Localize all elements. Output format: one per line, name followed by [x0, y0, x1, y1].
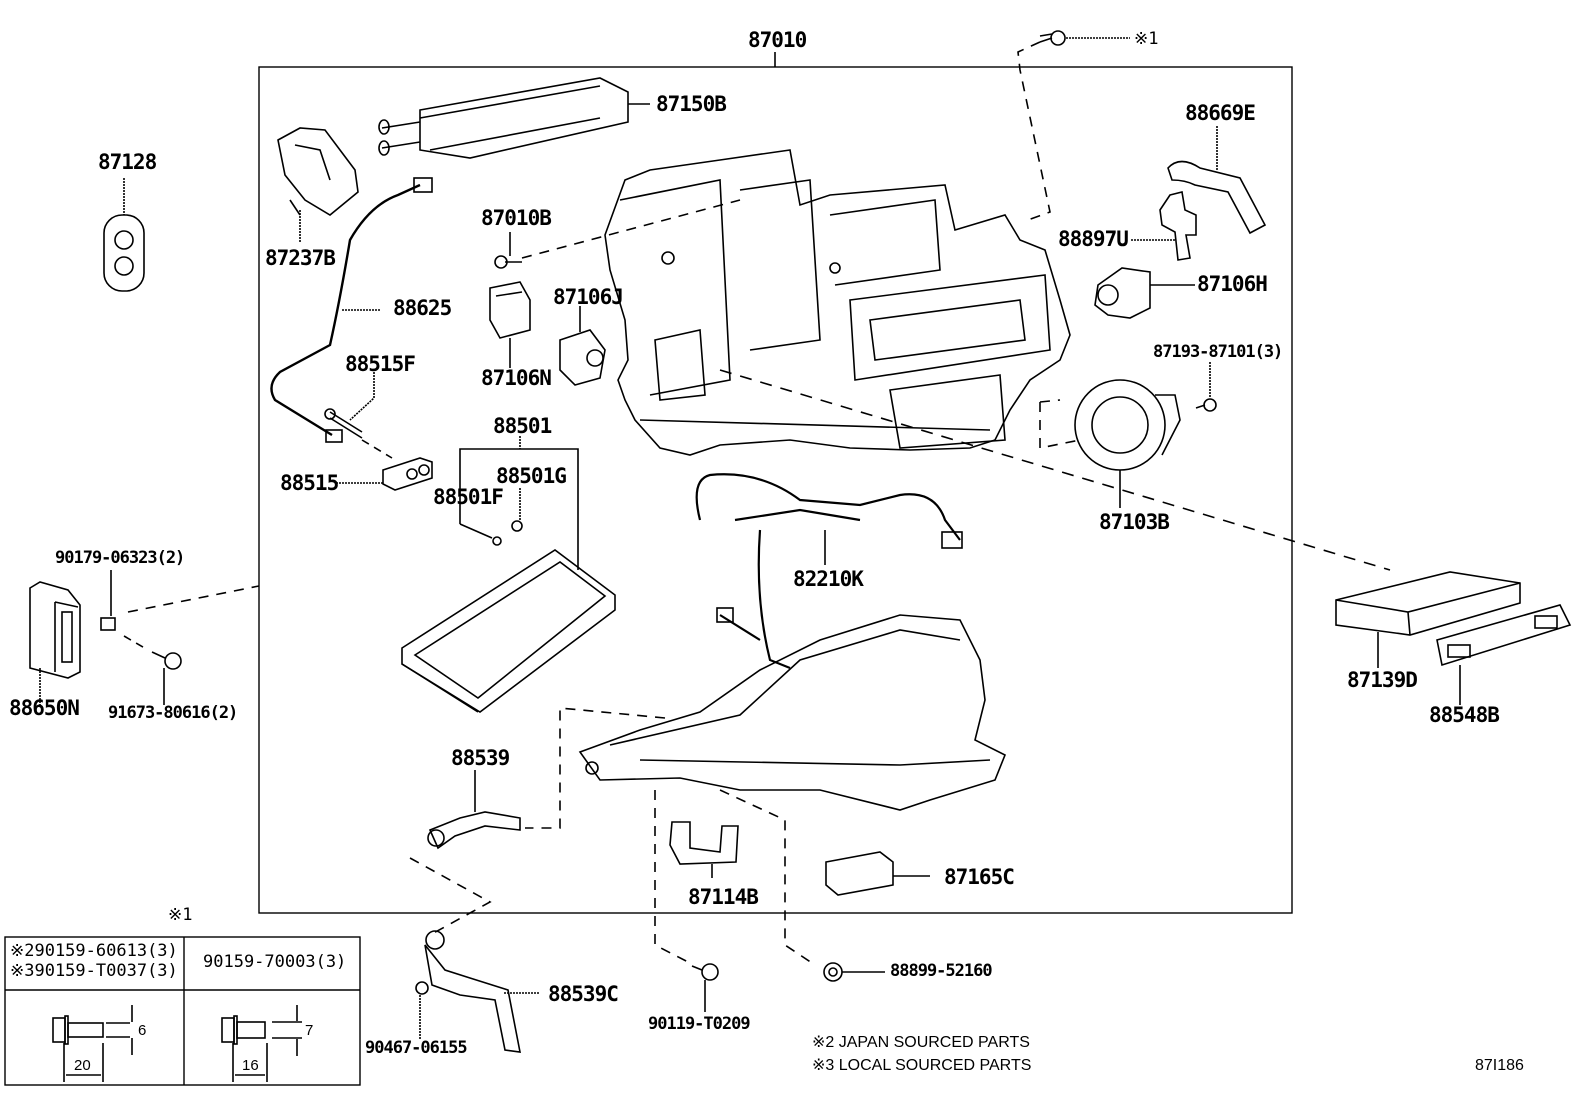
clip-90179	[100, 570, 260, 651]
evaporator-88501	[401, 549, 616, 713]
grommet-87128	[103, 178, 145, 292]
bolt-88515F	[324, 372, 393, 459]
label-screw-ref1: ※1	[1134, 29, 1159, 49]
label-91673: 91673-80616(2)	[108, 703, 238, 723]
bolt-91673	[151, 651, 182, 705]
label-88897U: 88897U	[1058, 227, 1129, 251]
bracket-87237B	[277, 127, 359, 243]
dash-filter	[719, 369, 1391, 571]
resistor-87165C	[825, 851, 930, 896]
bolt-90119	[691, 963, 719, 1012]
label-87193: 87193-87101(3)	[1153, 342, 1283, 362]
label-88501G: 88501G	[496, 464, 567, 488]
label-82210K: 82210K	[793, 567, 864, 591]
blower-87103B	[1039, 379, 1181, 508]
table-col2: 90159-70003(3)	[203, 952, 347, 972]
label-88548B: 88548B	[1429, 703, 1500, 727]
label-87103B: 87103B	[1099, 510, 1170, 534]
bolt-drawing-col1	[52, 1005, 133, 1082]
screw-ref1	[1017, 30, 1130, 221]
label-87139D: 87139D	[1347, 668, 1418, 692]
screw-87193	[1195, 362, 1217, 412]
screw-87010B	[494, 199, 741, 269]
servo-87106N	[489, 281, 531, 368]
note-local-sourced: ※3 LOCAL SOURCED PARTS	[812, 1057, 1032, 1074]
label-87106J: 87106J	[553, 285, 624, 309]
hose-88669E	[1167, 126, 1267, 235]
pipe-88539C	[424, 930, 540, 1053]
label-88625: 88625	[393, 296, 452, 320]
label-90467: 90467-06155	[365, 1038, 468, 1058]
label-88501: 88501	[493, 414, 552, 438]
nut-88899	[823, 962, 885, 982]
servo-87106J	[559, 306, 606, 386]
module-88650N	[29, 581, 81, 705]
servo-87106H	[1094, 267, 1195, 319]
dim-col2-diameter: 7	[305, 1022, 314, 1039]
dim-col1-diameter: 6	[138, 1022, 147, 1039]
fastener-table-grid	[4, 936, 361, 1086]
label-88539: 88539	[451, 746, 510, 770]
bolt-drawing-col2	[221, 1005, 302, 1082]
label-87128: 87128	[98, 150, 157, 174]
label-88539C: 88539C	[548, 982, 619, 1006]
valve-88897U	[1131, 191, 1197, 261]
label-90179: 90179-06323(2)	[55, 548, 185, 568]
block-88515	[336, 457, 433, 491]
pipe-88539	[427, 770, 521, 850]
filter-87139D	[1335, 571, 1521, 668]
label-87114B: 87114B	[688, 885, 759, 909]
sensor-wire-88625	[270, 177, 433, 443]
bracket-87114B	[669, 821, 739, 878]
label-87010B: 87010B	[481, 206, 552, 230]
note-japan-sourced: ※2 JAPAN SOURCED PARTS	[812, 1034, 1030, 1051]
harness-82210K	[695, 473, 963, 670]
table-col1-line1: ※290159-60613(3)	[10, 941, 178, 961]
label-87106H: 87106H	[1197, 272, 1268, 296]
dash-90119	[654, 790, 691, 964]
dim-col2-length: 16	[242, 1057, 259, 1074]
label-88515: 88515	[280, 471, 339, 495]
hvac-housing-87010	[604, 149, 1071, 456]
dash-88539c	[409, 857, 492, 936]
label-88515F: 88515F	[345, 352, 416, 376]
lower-duct	[578, 614, 1007, 811]
label-87106N: 87106N	[481, 366, 552, 390]
label-87150B: 87150B	[656, 92, 727, 116]
table-col1-line2: ※390159-T0037(3)	[10, 961, 178, 981]
clip-90467	[415, 981, 429, 1040]
table-ref-mark: ※1	[168, 905, 193, 925]
label-88899: 88899-52160	[890, 961, 993, 981]
label-88669E: 88669E	[1185, 101, 1256, 125]
label-90119: 90119-T0209	[648, 1014, 751, 1034]
dim-col1-length: 20	[74, 1057, 91, 1074]
heater-core-87150B	[378, 77, 650, 159]
label-87237B: 87237B	[265, 246, 336, 270]
label-87010: 87010	[748, 28, 807, 52]
dash-88899	[719, 789, 816, 966]
cover-88548B	[1436, 604, 1572, 705]
diagram-id: 87I186	[1475, 1057, 1524, 1074]
leader-88501	[459, 436, 579, 570]
label-88501F: 88501F	[433, 485, 504, 509]
assembly-frame	[258, 66, 1293, 914]
label-87165C: 87165C	[944, 865, 1015, 889]
label-88650N: 88650N	[9, 696, 80, 720]
dash-88539	[525, 707, 666, 829]
